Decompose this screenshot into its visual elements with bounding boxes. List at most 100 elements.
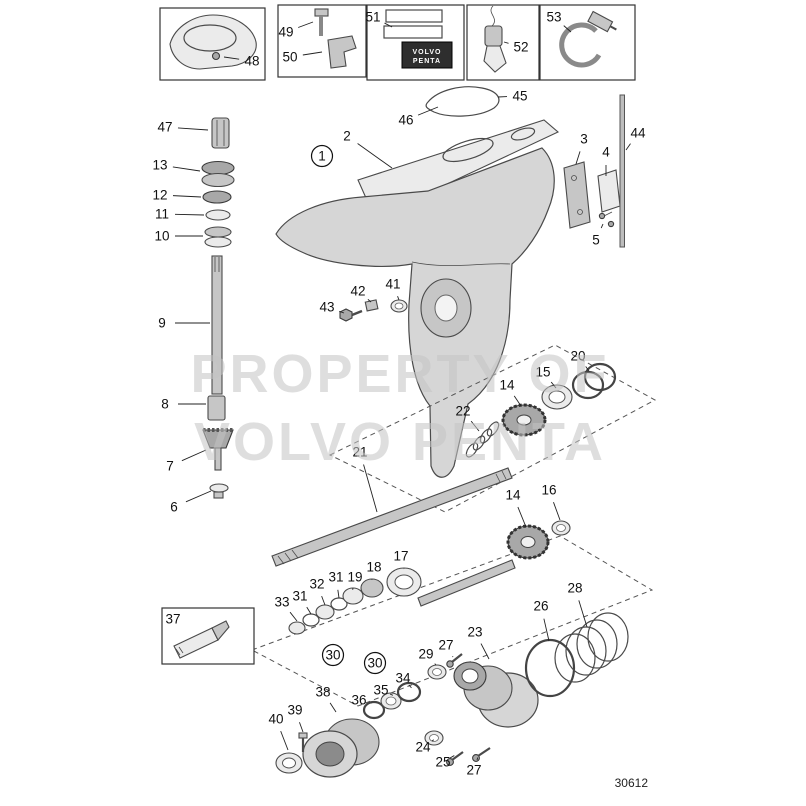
callout-41: 41 (385, 277, 400, 292)
shim-32 (315, 604, 335, 620)
callout-37: 37 (165, 612, 180, 627)
callout-24: 24 (415, 740, 431, 755)
leader-line-25 (449, 755, 455, 759)
callout-6: 6 (170, 500, 178, 515)
seal-13a (201, 160, 235, 176)
callout-8: 8 (161, 397, 169, 412)
gear-housing (275, 147, 555, 478)
housing-top-view-opening (183, 24, 237, 52)
shim-31a (302, 613, 320, 627)
ring-35 (380, 692, 402, 710)
callout-circle-30 (321, 643, 345, 667)
callout-34: 34 (395, 671, 411, 686)
subassembly-box-lower (250, 535, 654, 707)
brand-plate-51 (401, 41, 453, 69)
callout-9: 9 (158, 316, 166, 331)
connector-52-boot (483, 45, 507, 73)
callout-7: 7 (166, 459, 174, 474)
hose-clamp-53-screw (587, 10, 617, 33)
leader-line-48 (223, 56, 240, 60)
leader-line-11 (174, 213, 205, 216)
callout-31: 31 (292, 589, 307, 604)
callout-45: 45 (512, 89, 527, 104)
snap-rings-28 (554, 612, 629, 683)
plate-51-b (383, 25, 443, 39)
drive-shaft-9 (211, 255, 223, 395)
callout-39: 39 (287, 703, 302, 718)
steering-rod (619, 94, 625, 248)
washer-6 (209, 483, 229, 493)
callout-51: 51 (365, 10, 380, 25)
sealant-tube-nozzle (211, 620, 230, 641)
callout-13: 13 (152, 158, 167, 173)
shim-ring-stack (288, 567, 422, 635)
leader-line-31 (337, 589, 340, 599)
hose-clamp-53-band (559, 22, 602, 68)
screw-39 (298, 732, 308, 752)
pinion-gear-7 (202, 429, 234, 449)
leader-line-14 (517, 506, 527, 528)
bearing-carrier-23 (453, 661, 539, 728)
washer-24 (424, 730, 444, 746)
callout-47: 47 (157, 120, 172, 135)
callout-20: 20 (570, 349, 585, 364)
leader-line-52 (503, 41, 509, 44)
leader-line-3 (575, 151, 581, 165)
leader-line-35 (389, 693, 394, 696)
bearing-15 (541, 384, 573, 410)
callout-38: 38 (315, 685, 330, 700)
callout-4: 4 (602, 145, 610, 160)
sleeve-47 (211, 117, 230, 149)
anode (563, 161, 591, 229)
leader-line-27 (476, 757, 479, 761)
callout-43: 43 (319, 300, 334, 315)
leader-line-23 (480, 643, 490, 660)
callout-5: 5 (592, 233, 600, 248)
snap-rings-20 (571, 362, 617, 400)
callout-15: 15 (535, 365, 550, 380)
inset-box-52 (466, 4, 540, 81)
brand-plate-line1: VOLVO (413, 49, 442, 56)
seal-33 (288, 621, 306, 635)
screw-25 (446, 751, 464, 766)
ring-10b (204, 236, 232, 248)
leader-line-13 (172, 166, 201, 172)
leader-line-12 (172, 195, 202, 198)
brand-plate-line2: PENTA (413, 58, 441, 65)
ring-12 (202, 190, 232, 204)
leader-line-15 (550, 381, 557, 389)
cable-52 (490, 5, 495, 27)
inset-box-53 (539, 4, 636, 81)
drawing-number: 30612 (614, 776, 648, 790)
drain-screw-43 (339, 308, 363, 322)
top-cap-plate (357, 119, 560, 199)
leader-line-43 (339, 310, 345, 314)
callout-46: 46 (398, 113, 413, 128)
gasket (425, 86, 500, 117)
screw-27-upper (446, 653, 463, 668)
leader-line-31 (306, 606, 312, 615)
ring-10a (204, 226, 232, 238)
callout-14: 14 (505, 488, 521, 503)
leader-line-24 (431, 739, 435, 742)
callout-30: 30 (325, 648, 340, 663)
inset-box-37 (161, 607, 255, 665)
leader-line-32 (321, 595, 326, 606)
bevel-gear-14-reverse (506, 524, 550, 560)
leader-line-39 (299, 722, 304, 733)
bevel-gear-14-forward (501, 403, 547, 437)
leader-line-2 (357, 143, 393, 169)
callout-23: 23 (467, 625, 482, 640)
callout-42: 42 (350, 284, 365, 299)
leader-line-26 (543, 618, 550, 642)
callout-26: 26 (533, 599, 548, 614)
screw-27-lower (472, 747, 491, 762)
leader-line-47 (177, 127, 209, 131)
callout-32: 32 (309, 577, 324, 592)
bracket-50 (327, 35, 357, 69)
callout-19: 19 (347, 570, 362, 585)
callout-33: 33 (274, 595, 289, 610)
callout-3: 3 (580, 132, 588, 147)
leader-lines (172, 21, 631, 761)
